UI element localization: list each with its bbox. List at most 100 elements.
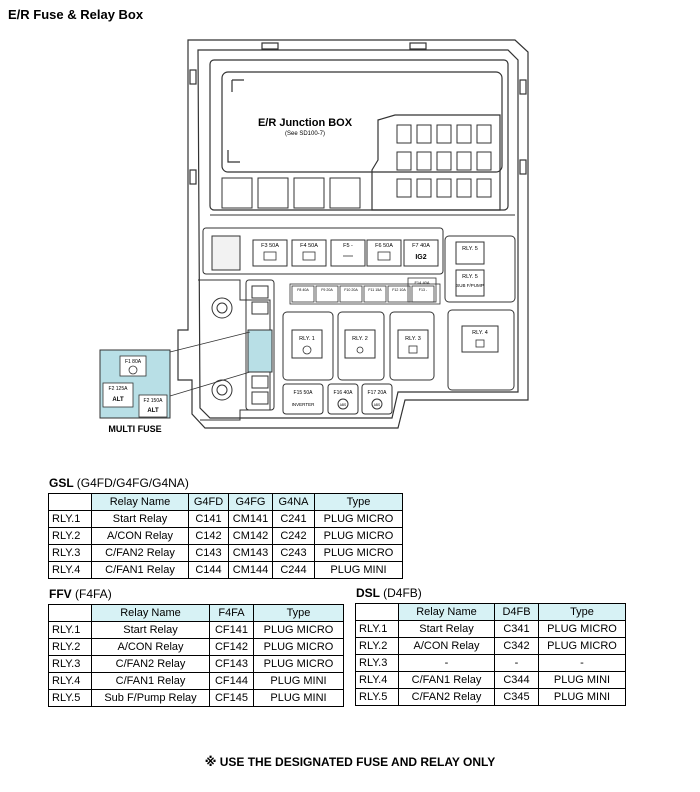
multi-fuse-f2-sub: ALT [112,397,124,403]
battery-icon [263,251,277,261]
header-cell [48,493,92,511]
table-cell: RLY.1 [355,620,399,638]
fuse-f5-label: F5 - [343,243,353,249]
header-cell: Relay Name [398,603,495,621]
ffv-title-text: FFV [49,587,72,601]
header-cell: Type [538,603,626,621]
table-cell: - [538,654,626,672]
table-cell: C/FAN2 Relay [398,688,495,706]
table-cell: RLY.1 [48,621,92,639]
table-cell: - [494,654,539,672]
junction-box-note: (See SD100-7) [285,131,325,137]
header-cell: F4FA [209,604,254,622]
table-cell: PLUG MINI [314,561,403,579]
housing-inner [197,49,519,419]
table-header-row: Relay Name G4FD G4FG G4NA Type [48,493,403,511]
fuse-f15-label: F15 50A [294,390,314,396]
relay-2-label: RLY. 2 [352,336,368,342]
table-cell: C/FAN2 Relay [91,655,210,673]
battery-icon [302,251,316,261]
table-cell: PLUG MINI [253,689,344,707]
table-cell: PLUG MICRO [253,655,344,673]
gsl-title: GSL (G4FD/G4FG/G4NA) [49,476,189,490]
dsl-title-text: DSL [356,586,380,600]
fuse-f7-label: F7 40A [412,243,430,249]
header-cell: G4FG [228,493,273,511]
table-cell: PLUG MICRO [538,637,626,655]
table-cell: RLY.5 [48,689,92,707]
ffv-subtitle: (F4FA) [75,587,112,601]
header-cell: Type [253,604,344,622]
fuse-f16-label: F16 40A [334,390,354,396]
table-cell: CM141 [228,510,273,528]
designated-fuse-notice: ※ USE THE DESIGNATED FUSE AND RELAY ONLY [204,755,496,769]
header-cell [48,604,92,622]
multi-fuse-highlight [247,329,273,373]
table-cell: C242 [272,527,315,545]
table-cell: CF143 [209,655,254,673]
table-cell: RLY.3 [355,654,399,672]
relay-1-label: RLY. 1 [299,336,315,342]
small-fuse-f13: F13 - [419,288,428,292]
acon-relay-icon [356,346,364,354]
table-cell: - [398,654,495,672]
table-cell: RLY.5 [355,688,399,706]
table-cell: PLUG MICRO [314,510,403,528]
table-cell: CM142 [228,527,273,545]
table-cell: CF142 [209,638,254,656]
fuse-box-diagram: E/R Junction BOX (See SD100-7) F3 50A F4… [99,39,529,434]
table-cell: C244 [272,561,315,579]
multi-fuse-f1: F1 80A [125,359,142,365]
table-cell: CF145 [209,689,254,707]
table-cell: C345 [494,688,539,706]
relay-5-label: RLY. 5 [462,246,478,252]
table-cell: A/CON Relay [398,637,495,655]
table-cell: CM144 [228,561,273,579]
dsl-title: DSL (D4FB) [356,586,422,600]
table-cell: RLY.4 [355,671,399,689]
table-cell: C142 [188,527,229,545]
table-cell: Start Relay [398,620,495,638]
table-header-row: Relay Name F4FA Type [48,604,344,622]
table-cell: A/CON Relay [91,638,210,656]
table-cell: RLY.2 [355,637,399,655]
table-cell: Start Relay [91,621,210,639]
fuse-f16-sub: ABS [340,403,346,407]
dsl-subtitle: (D4FB) [383,586,422,600]
fuse-f15-sub: INVERTER [292,402,315,407]
table-cell: A/CON Relay [91,527,189,545]
header-cell: Relay Name [91,493,189,511]
junction-box-title: E/R Junction BOX [258,117,353,129]
multi-fuse-f2b-sub: ALT [147,408,159,414]
table-cell: PLUG MINI [253,672,344,690]
table-cell: C141 [188,510,229,528]
table-cell: C/FAN1 Relay [91,672,210,690]
multi-fuse-f2: F2 125A [109,386,129,392]
housing-outline [177,39,529,429]
fuse-f4-label: F4 50A [300,243,318,249]
table-cell: CF141 [209,621,254,639]
table-cell: PLUG MICRO [538,620,626,638]
relay-5-sub-label: RLY. 5 [462,274,478,280]
table-cell: PLUG MICRO [314,544,403,562]
header-cell: G4NA [272,493,315,511]
table-cell: C/FAN1 Relay [91,561,189,579]
junction-box-area [209,59,509,211]
table-cell: C241 [272,510,315,528]
gsl-subtitle: (G4FD/G4FG/G4NA) [76,476,189,490]
battery-icon [377,251,391,261]
start-relay-icon [302,345,312,355]
